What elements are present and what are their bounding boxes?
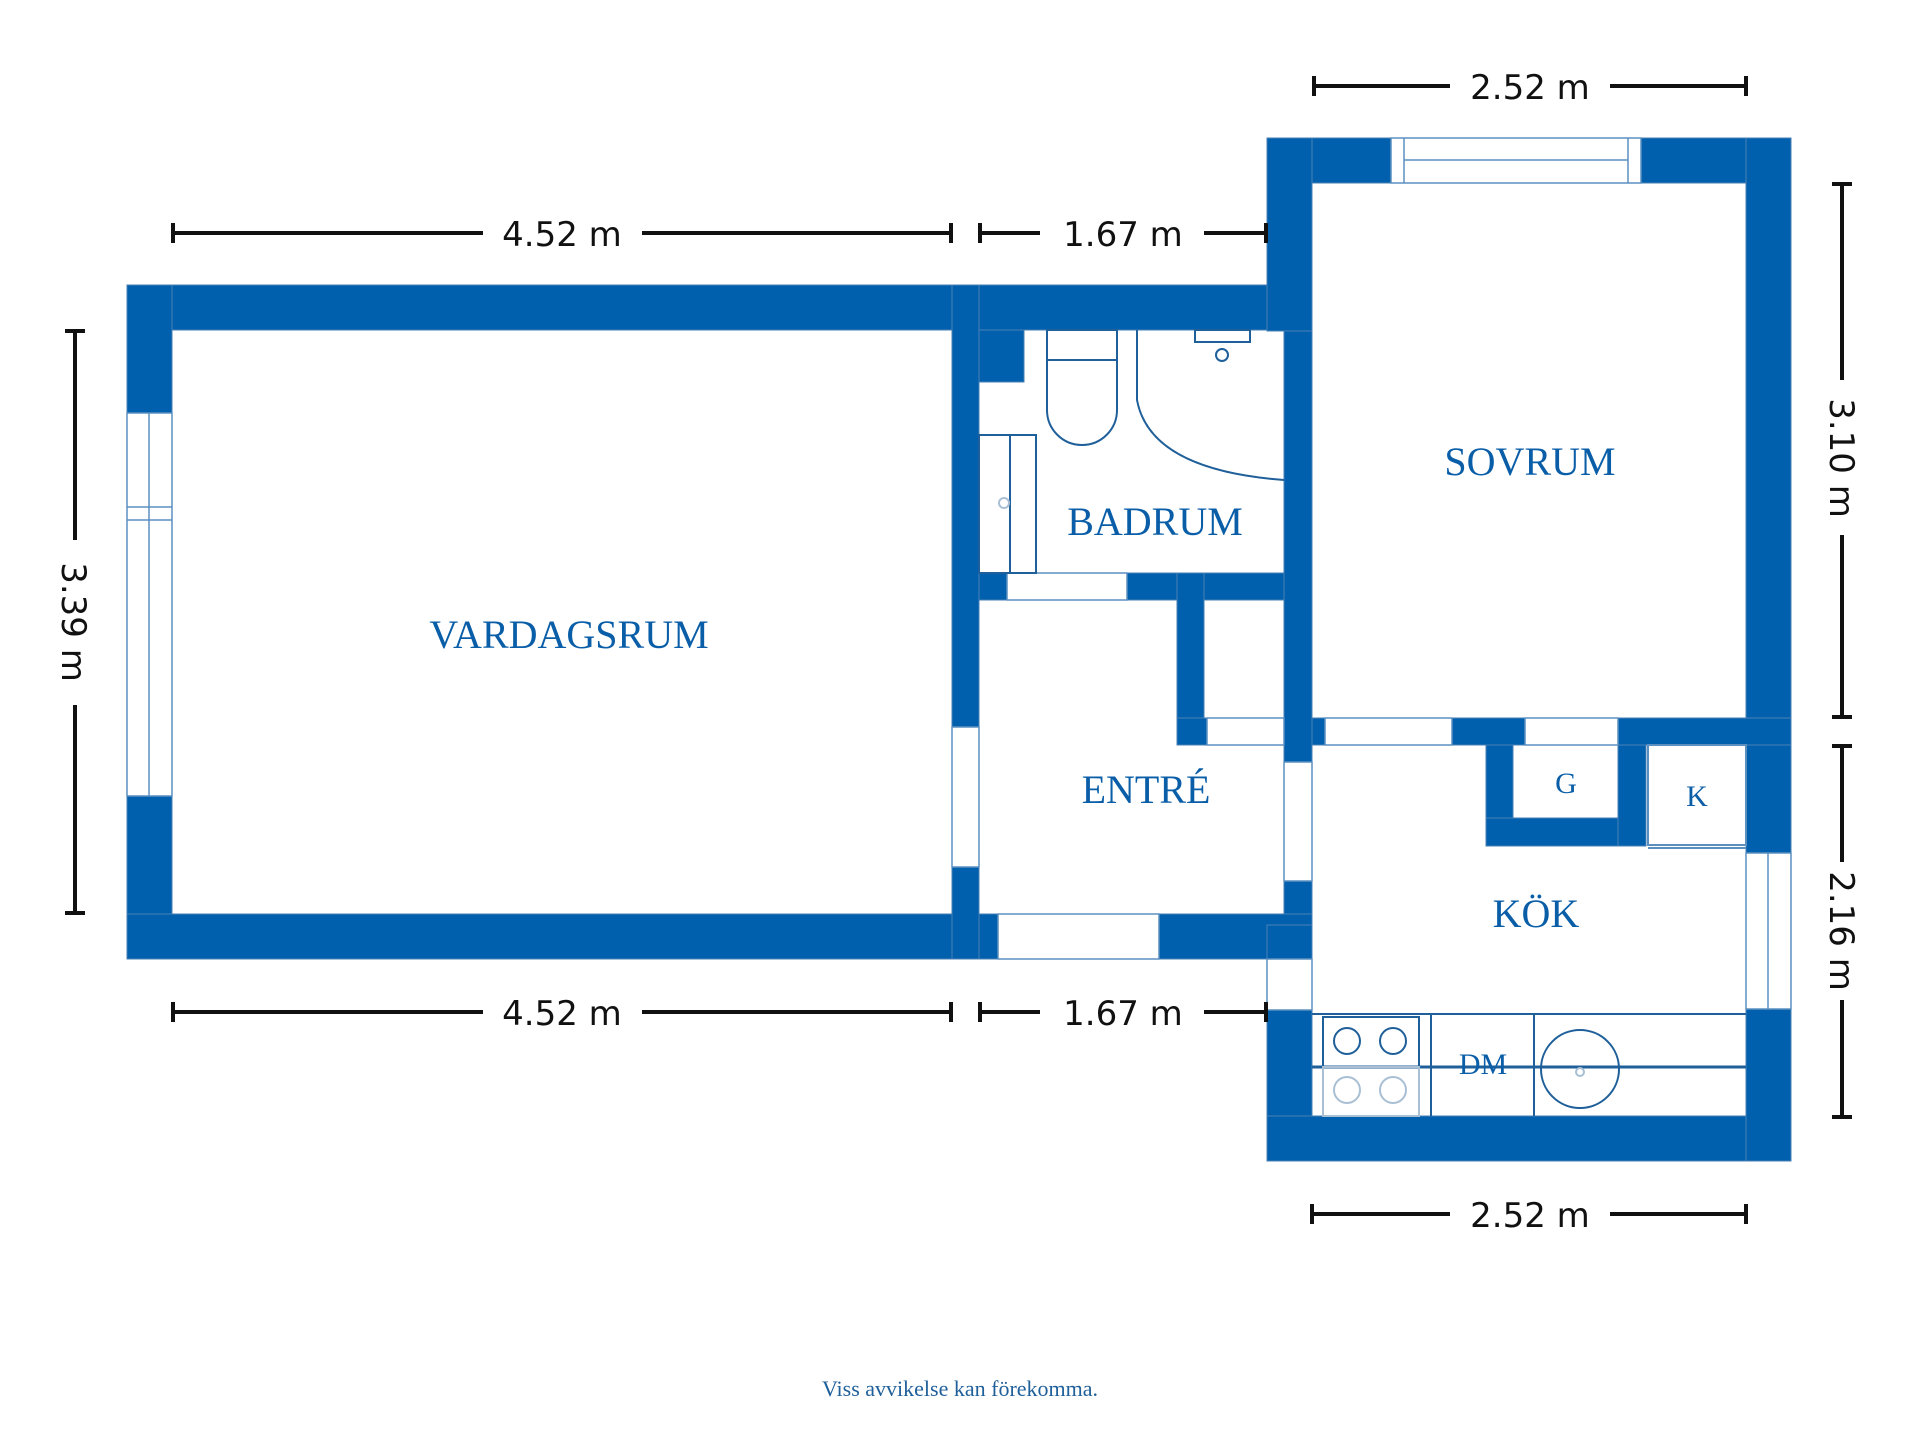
shower-head — [1194, 329, 1251, 343]
room-label-entre: ENTRÉ — [1082, 767, 1211, 812]
hall-right-wall — [1283, 329, 1313, 763]
living-door-opening — [951, 726, 980, 868]
room-label-g: G — [1555, 767, 1577, 800]
closet-bottom-wall — [1176, 717, 1208, 746]
kitchen-door-opening — [1283, 761, 1313, 882]
stove-burner — [1379, 1027, 1407, 1055]
living-top-wall — [126, 284, 1311, 331]
bedroom-bottom-wall-b — [1451, 717, 1526, 746]
windows — [126, 137, 1792, 1011]
kitchen-fixtures — [1312, 744, 1747, 1117]
bedroom-bottom-wall-c — [1617, 717, 1792, 746]
dimension-top-badrum: 1.67 m — [1063, 215, 1183, 255]
dimension-top-vardagsrum: 4.52 m — [502, 215, 622, 255]
room-label-vardagsrum: VARDAGSRUM — [429, 612, 708, 657]
sink — [1540, 1029, 1620, 1109]
room-label-dm: DM — [1459, 1048, 1507, 1081]
g-door-opening — [1524, 717, 1619, 746]
dimension-lines — [65, 76, 1852, 1224]
stove-burner — [1333, 1076, 1361, 1104]
fridge-k-door — [1647, 744, 1747, 846]
stove — [1322, 1016, 1420, 1068]
bedroom-bottom-wall-a — [1311, 717, 1326, 746]
bedroom-right-wall — [1745, 137, 1792, 854]
kitchen-left-opening — [1266, 958, 1313, 1011]
kitchen-left-wall-upper — [1266, 924, 1313, 960]
disclaimer-text: Viss avvikelse kan förekomma. — [821, 1376, 1099, 1401]
toilet-bowl — [1046, 359, 1118, 446]
bedroom-left-wall — [1266, 137, 1313, 332]
closet-left-wall — [1176, 572, 1205, 746]
entrance-door-opening — [997, 913, 1160, 960]
room-label-k: K — [1686, 780, 1708, 813]
bath-bottom-wall-left — [978, 572, 1008, 601]
stove-burner — [1379, 1076, 1407, 1104]
dimension-right-kok: 2.16 m — [1821, 871, 1861, 991]
bath-bottom-wall-right — [1126, 572, 1286, 601]
living-bottom-wall — [126, 913, 999, 960]
dimension-bottom-entre: 1.67 m — [1063, 994, 1183, 1034]
room-label-kok: KÖK — [1493, 891, 1580, 936]
bath-fixtures — [978, 329, 1285, 574]
dimension-left-vardagsrum: 3.39 m — [53, 562, 93, 682]
bath-corner-block — [978, 329, 1025, 383]
dimension-right-sovrum: 3.10 m — [1821, 398, 1861, 518]
shower-curtain — [1136, 330, 1285, 481]
living-right-wall-lower — [951, 866, 980, 960]
room-label-sovrum: SOVRUM — [1444, 439, 1615, 484]
dimension-top-sovrum: 2.52 m — [1470, 68, 1590, 108]
walls — [126, 137, 1792, 1162]
stove-burner — [1333, 1027, 1361, 1055]
kitchen-bottom-wall — [1266, 1115, 1792, 1162]
kitchen-right-wall-lower — [1745, 1008, 1792, 1162]
living-left-wall-upper — [126, 284, 173, 414]
toilet-tank — [1046, 329, 1118, 361]
dimension-bottom-kok: 2.52 m — [1470, 1196, 1590, 1236]
closet-door-opening — [1206, 717, 1285, 746]
dimension-bottom-vardagsrum: 4.52 m — [502, 994, 622, 1034]
bedroom-door-opening — [1324, 717, 1453, 746]
sink-drain — [998, 497, 1010, 509]
bath-door-opening — [1006, 572, 1128, 601]
sink-cabinet — [978, 434, 1037, 574]
room-label-badrum: BADRUM — [1067, 499, 1243, 544]
g-closet-right-wall — [1617, 744, 1647, 847]
living-right-wall-upper — [951, 284, 980, 728]
